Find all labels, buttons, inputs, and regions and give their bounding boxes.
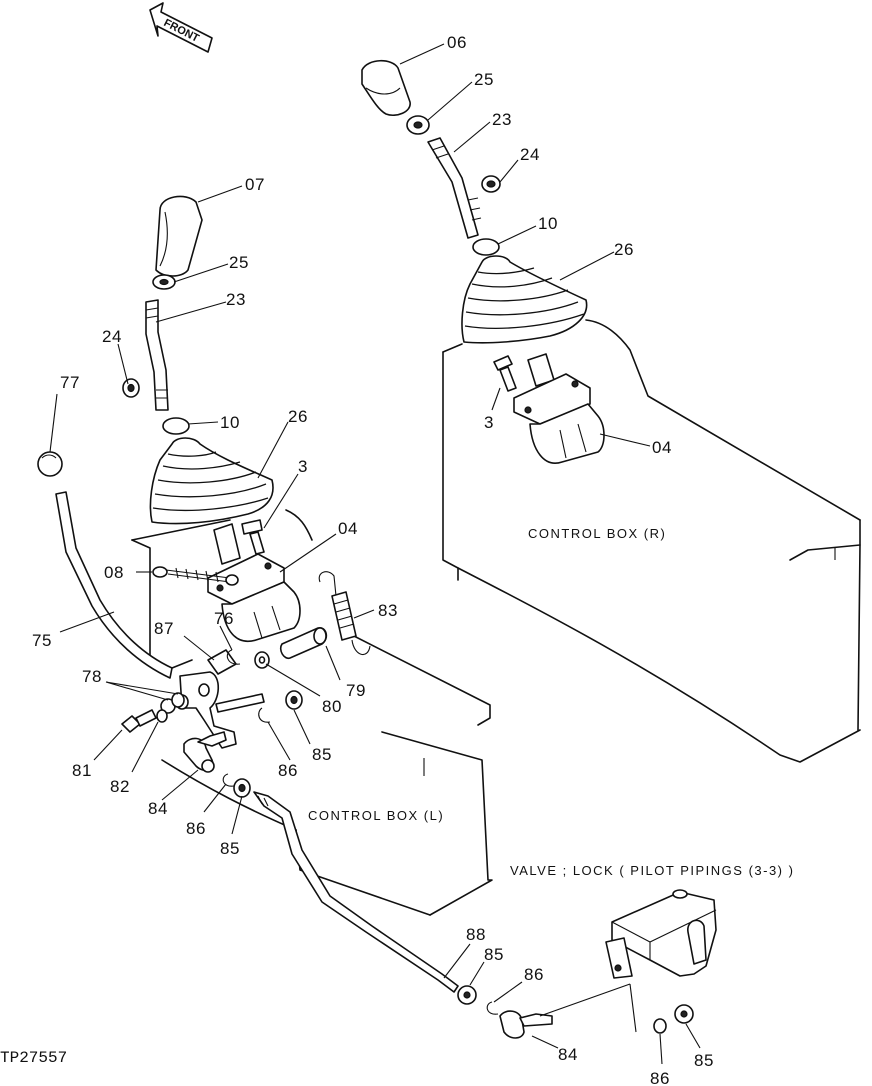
label-control-box-right: CONTROL BOX (R) [528, 526, 666, 541]
link-to-lock-valve [539, 983, 637, 1033]
callout-82: 82 [110, 777, 130, 796]
callout-07: 07 [245, 175, 265, 194]
nut-85-lower [233, 778, 251, 798]
lock-valve [605, 889, 717, 979]
grip-knob-left [155, 195, 203, 277]
bolt-right [493, 355, 517, 392]
nut-85-valve [674, 1004, 694, 1024]
rubber-boot-right [461, 255, 588, 344]
spring-08 [152, 566, 239, 586]
callout-24: 24 [102, 327, 122, 346]
callout-25: 25 [229, 253, 249, 272]
box-labels: CONTROL BOX (R) CONTROL BOX (L) VALVE ; … [308, 526, 794, 878]
callout-88: 88 [466, 925, 486, 944]
nut-right-side [481, 175, 501, 193]
callout-86: 86 [278, 761, 298, 780]
callout-75: 75 [32, 631, 52, 650]
washer-86-lower [222, 773, 235, 787]
nut-85-rod [457, 985, 477, 1005]
callout-23: 23 [226, 290, 246, 309]
callout-79: 79 [346, 681, 366, 700]
callout-86: 86 [650, 1069, 670, 1086]
callout-06: 06 [447, 33, 467, 52]
callout-10: 10 [538, 214, 558, 233]
callout-77: 77 [60, 373, 80, 392]
pilot-valve-left [207, 523, 301, 643]
nut-left-upper [152, 274, 176, 290]
callout-83: 83 [378, 601, 398, 620]
bolt-81 [121, 709, 157, 733]
callout-26: 26 [614, 240, 634, 259]
pin-79 [279, 627, 328, 660]
nut-left-side [122, 378, 140, 398]
callout-78: 78 [82, 667, 102, 686]
front-arrow: FRONT [149, 2, 213, 53]
part-callouts: 06 25 23 24 10 26 3 04 07 25 23 24 10 26… [32, 33, 714, 1086]
control-box-right [442, 319, 861, 763]
lever-rod-left [145, 299, 169, 411]
nut-left-lower [162, 417, 190, 435]
callout-85: 85 [484, 945, 504, 964]
callout-26: 26 [288, 407, 308, 426]
callout-86: 86 [524, 965, 544, 984]
clip-76 [226, 649, 241, 665]
washer-86-valve [653, 1018, 667, 1034]
callout-85: 85 [694, 1051, 714, 1070]
callout-23: 23 [492, 110, 512, 129]
lock-lever-knob [37, 451, 63, 477]
callout-3: 3 [298, 457, 308, 476]
washer-80 [254, 651, 270, 669]
callout-76: 76 [214, 609, 234, 628]
callout-3: 3 [484, 413, 494, 432]
label-lock-valve: VALVE ; LOCK ( PILOT PIPINGS (3-3) ) [510, 863, 794, 878]
pilot-valve-right [513, 353, 605, 464]
rod-88 [253, 791, 459, 993]
grip-knob-right [361, 59, 411, 117]
lock-lever-rod [55, 491, 173, 679]
figure-reference: TP27557 [0, 1049, 67, 1067]
joint-84-lower [499, 1010, 553, 1039]
spring-83 [318, 571, 371, 656]
callout-80: 80 [322, 697, 342, 716]
nut-85-upper [285, 690, 303, 710]
callout-87: 87 [154, 619, 174, 638]
leader-lines [49, 43, 701, 1065]
bolt-left [241, 519, 265, 555]
callout-86: 86 [186, 819, 206, 838]
washer-82 [156, 709, 168, 723]
rubber-boot-left [149, 437, 274, 525]
callout-84: 84 [148, 799, 168, 818]
label-control-box-left: CONTROL BOX (L) [308, 808, 444, 823]
lever-rod-right [427, 137, 482, 239]
pin-87 [207, 649, 237, 675]
callout-04: 04 [338, 519, 358, 538]
callout-81: 81 [72, 761, 92, 780]
callout-25: 25 [474, 70, 494, 89]
callout-85: 85 [312, 745, 332, 764]
callout-10: 10 [220, 413, 240, 432]
joint-84-upper [183, 731, 227, 773]
washer-86-upper [258, 707, 271, 723]
callout-85: 85 [220, 839, 240, 858]
bolt-78-assembly [160, 692, 265, 714]
callout-04: 04 [652, 438, 672, 457]
nut-right-lower [472, 238, 500, 256]
callout-24: 24 [520, 145, 540, 164]
nut-right-upper [406, 115, 430, 135]
callout-08: 08 [104, 563, 124, 582]
washer-86-rod [486, 1001, 499, 1015]
callout-84: 84 [558, 1045, 578, 1064]
